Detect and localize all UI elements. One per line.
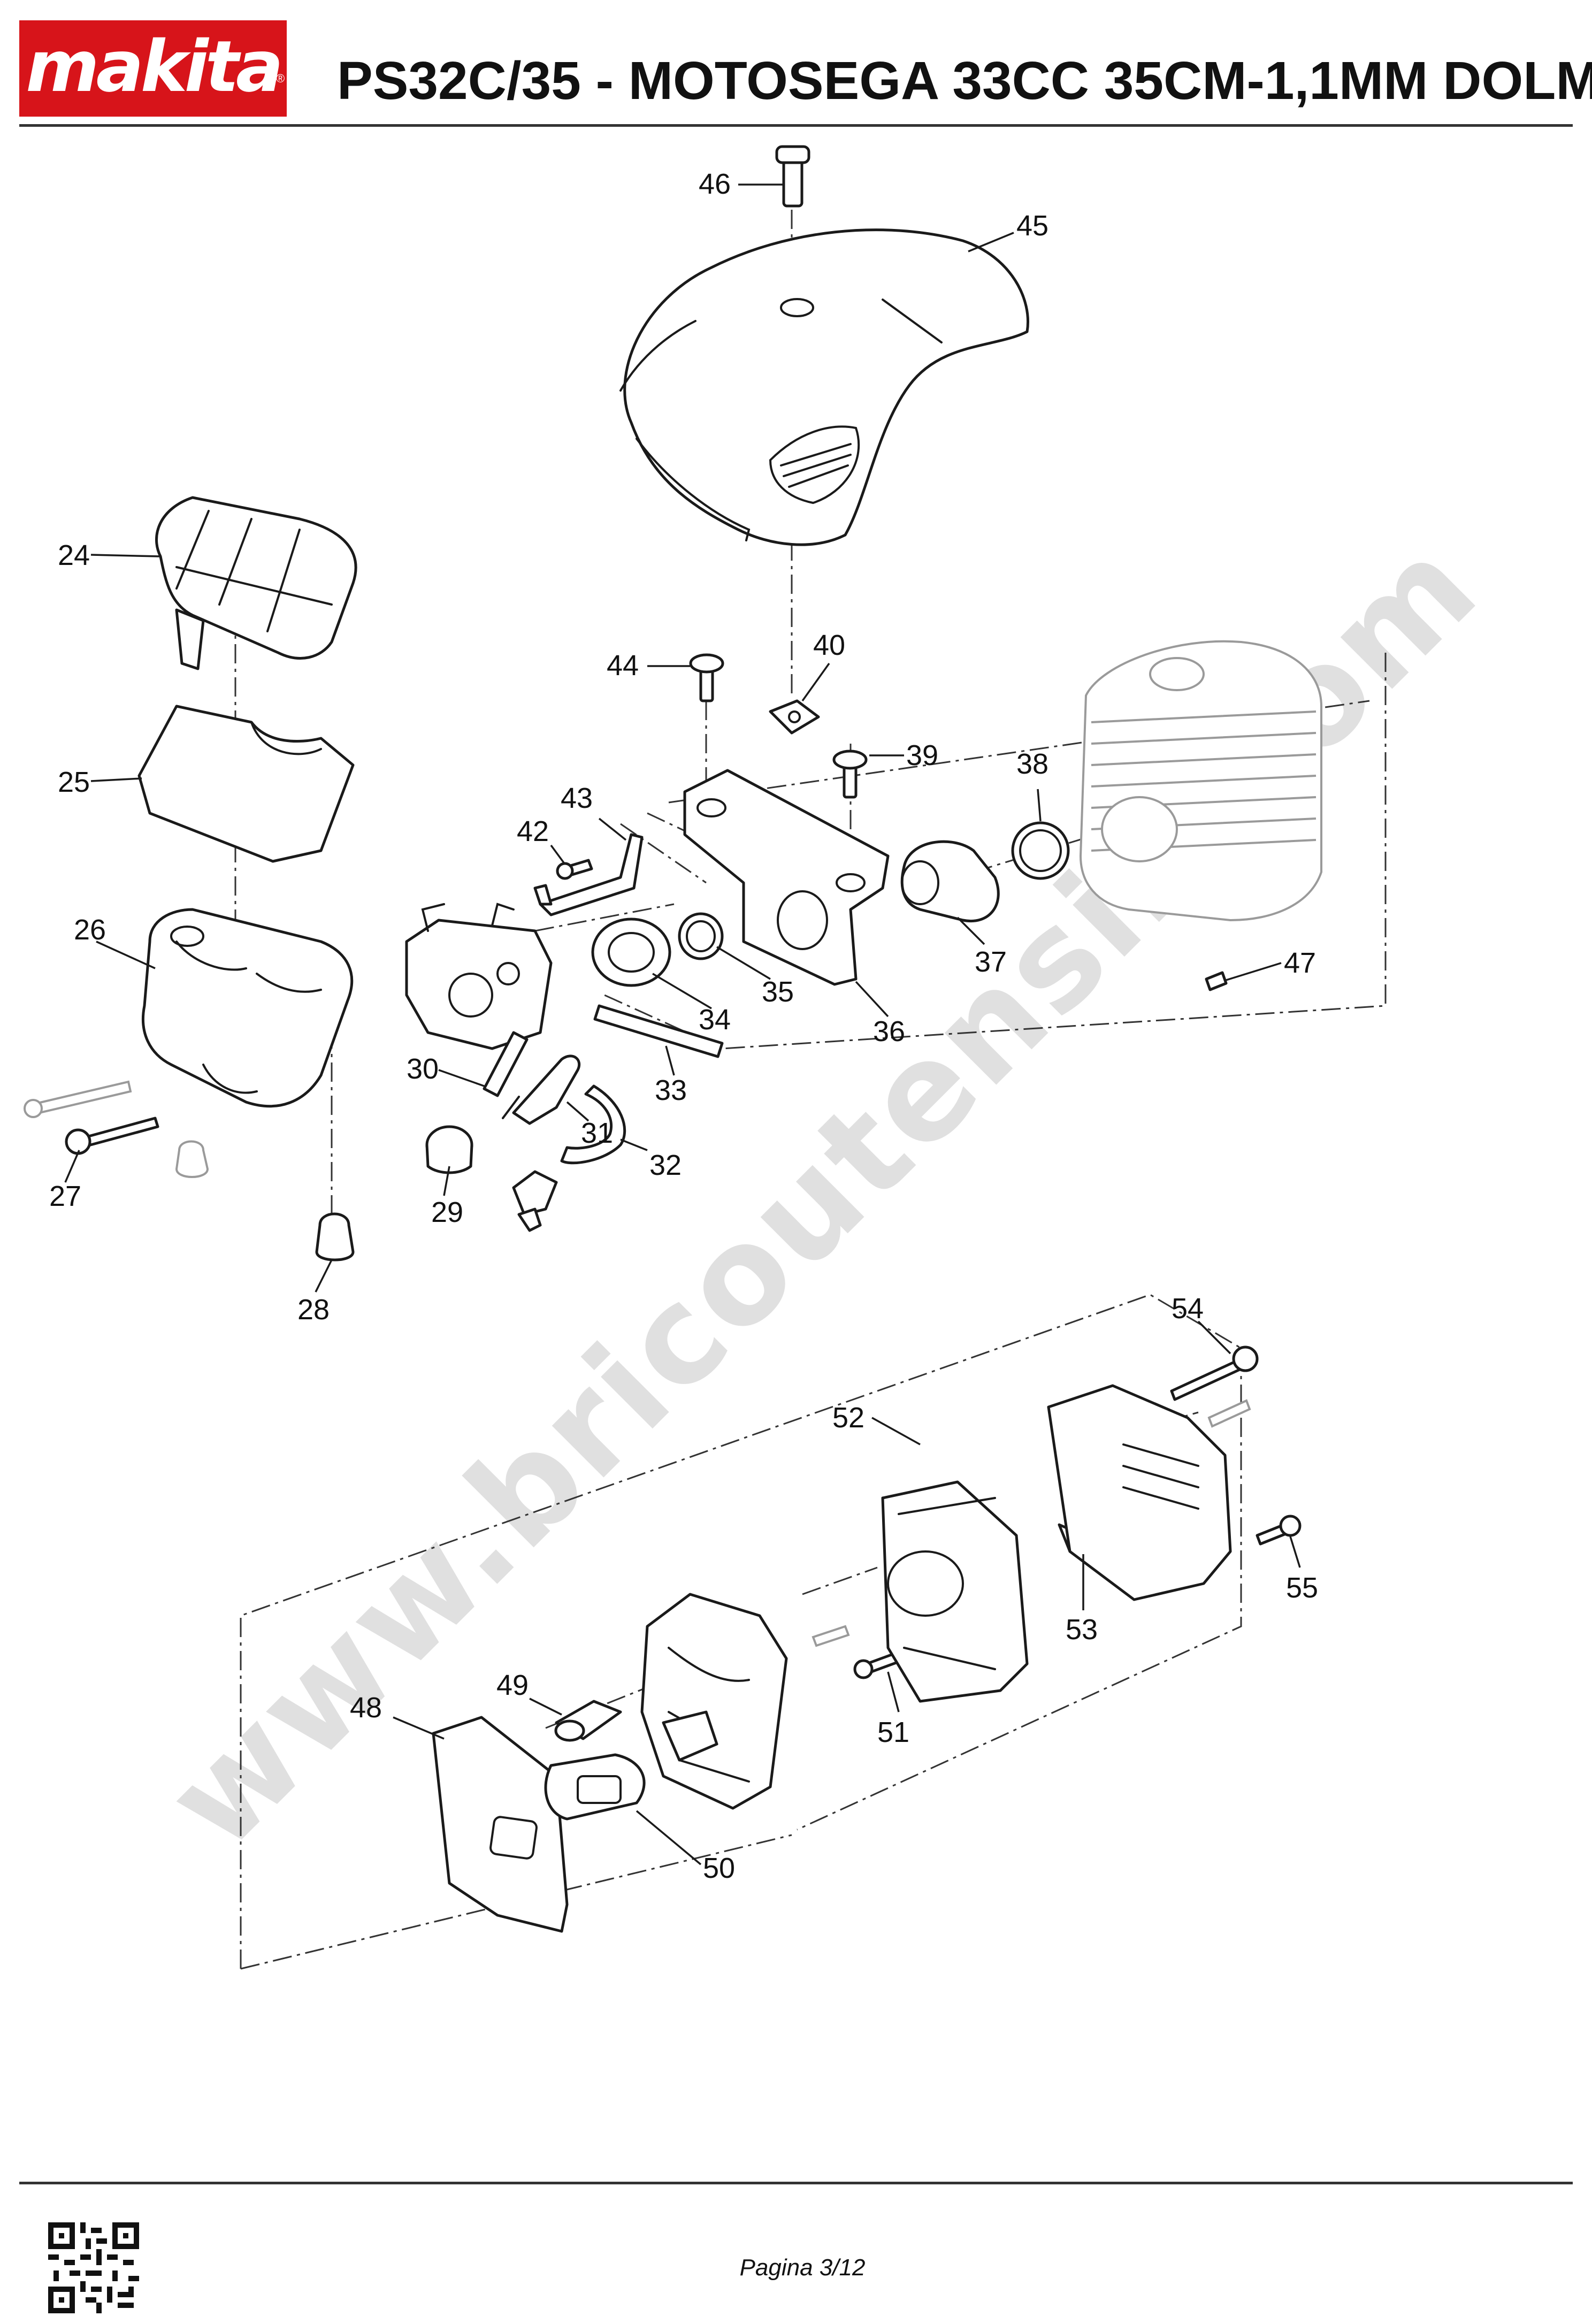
part-43-choke-rod: [533, 833, 644, 916]
part-32-fuel-hose: [560, 1084, 626, 1165]
cylinder: [1079, 640, 1322, 922]
label-26: 26: [74, 914, 106, 946]
label-34: 34: [699, 1004, 731, 1036]
label-28: 28: [297, 1294, 330, 1326]
part-36-mount-plate: [683, 769, 890, 986]
label-45: 45: [1016, 210, 1048, 242]
label-47: 47: [1284, 947, 1316, 979]
label-43: 43: [561, 782, 593, 814]
part-25-filter-element: [137, 705, 355, 863]
label-31: 31: [581, 1117, 613, 1149]
label-39: 39: [906, 739, 938, 771]
part-49-spacer: [554, 1700, 622, 1742]
part-55-screw: [1256, 1515, 1302, 1546]
part-number-labels: 24 25 26 27 28 29 30 31 32 33 34 35 36 3…: [49, 168, 1318, 1884]
label-36: 36: [873, 1015, 905, 1048]
label-32: 32: [649, 1149, 682, 1181]
registered-mark: ®: [276, 72, 285, 85]
part-35-ring: [678, 912, 724, 960]
label-50: 50: [703, 1852, 735, 1884]
part-37-intake-manifold: [900, 840, 1000, 922]
part-28-bushing: [175, 1140, 355, 1262]
makita-logo: makita ®: [19, 20, 287, 117]
fuel-fitting: [512, 1170, 558, 1232]
label-30: 30: [407, 1053, 439, 1085]
qr-code-icon: [48, 2222, 139, 2313]
label-33: 33: [655, 1074, 687, 1106]
part-38-oring: [1011, 821, 1070, 880]
part-26-filter-base: [141, 908, 354, 1108]
label-25: 25: [58, 766, 90, 798]
label-42: 42: [517, 815, 549, 847]
label-55: 55: [1286, 1572, 1318, 1604]
exploded-parts-diagram: www.bricoutensili.com: [24, 145, 1507, 1970]
part-29-primer-bulb: [425, 1125, 473, 1174]
footer-divider: [19, 2182, 1573, 2184]
part-52-muffler-frame: [881, 1480, 1029, 1703]
part-31-bracket: [502, 1054, 581, 1125]
label-27: 27: [49, 1180, 81, 1212]
part-44-screw: [689, 653, 724, 702]
label-24: 24: [58, 539, 90, 571]
part-45-top-cover: [619, 145, 1029, 546]
leader-lines: [64, 184, 1301, 1866]
part-30-hose: [483, 1031, 529, 1097]
label-48: 48: [350, 1692, 382, 1724]
part-50-gasket: [544, 1753, 646, 1821]
label-35: 35: [762, 976, 794, 1008]
label-51: 51: [877, 1716, 909, 1748]
muffler-body: [640, 1593, 788, 1810]
label-52: 52: [832, 1402, 864, 1434]
label-38: 38: [1016, 748, 1048, 780]
part-42-screw: [556, 859, 593, 880]
label-40: 40: [813, 629, 845, 661]
label-53: 53: [1066, 1614, 1098, 1646]
part-54-bolt: [1170, 1346, 1259, 1428]
part-48-heat-shield: [432, 1716, 569, 1933]
makita-logo-text: makita: [26, 26, 284, 108]
label-54: 54: [1172, 1293, 1204, 1325]
page-title: PS32C/35 - MOTOSEGA 33CC 35CM-1,1MM DOLM: [337, 51, 1592, 111]
part-40-clip: [769, 699, 820, 735]
carburetor: [405, 903, 553, 1050]
label-49: 49: [496, 1669, 529, 1701]
part-24-filter-cage: [155, 496, 357, 670]
part-27-screw: [24, 1080, 159, 1155]
header-divider: [19, 124, 1573, 127]
label-46: 46: [699, 168, 731, 200]
part-34-insulator: [591, 918, 671, 987]
part-39-screw: [832, 750, 868, 799]
page-number: Pagina 3/12: [739, 2254, 866, 2281]
label-29: 29: [431, 1196, 463, 1228]
part-47-plug: [1205, 971, 1228, 991]
label-44: 44: [607, 649, 639, 682]
part-33-impulse-hose: [593, 1004, 724, 1058]
label-37: 37: [975, 946, 1007, 978]
muffler-outer-cover: [1047, 1384, 1232, 1601]
